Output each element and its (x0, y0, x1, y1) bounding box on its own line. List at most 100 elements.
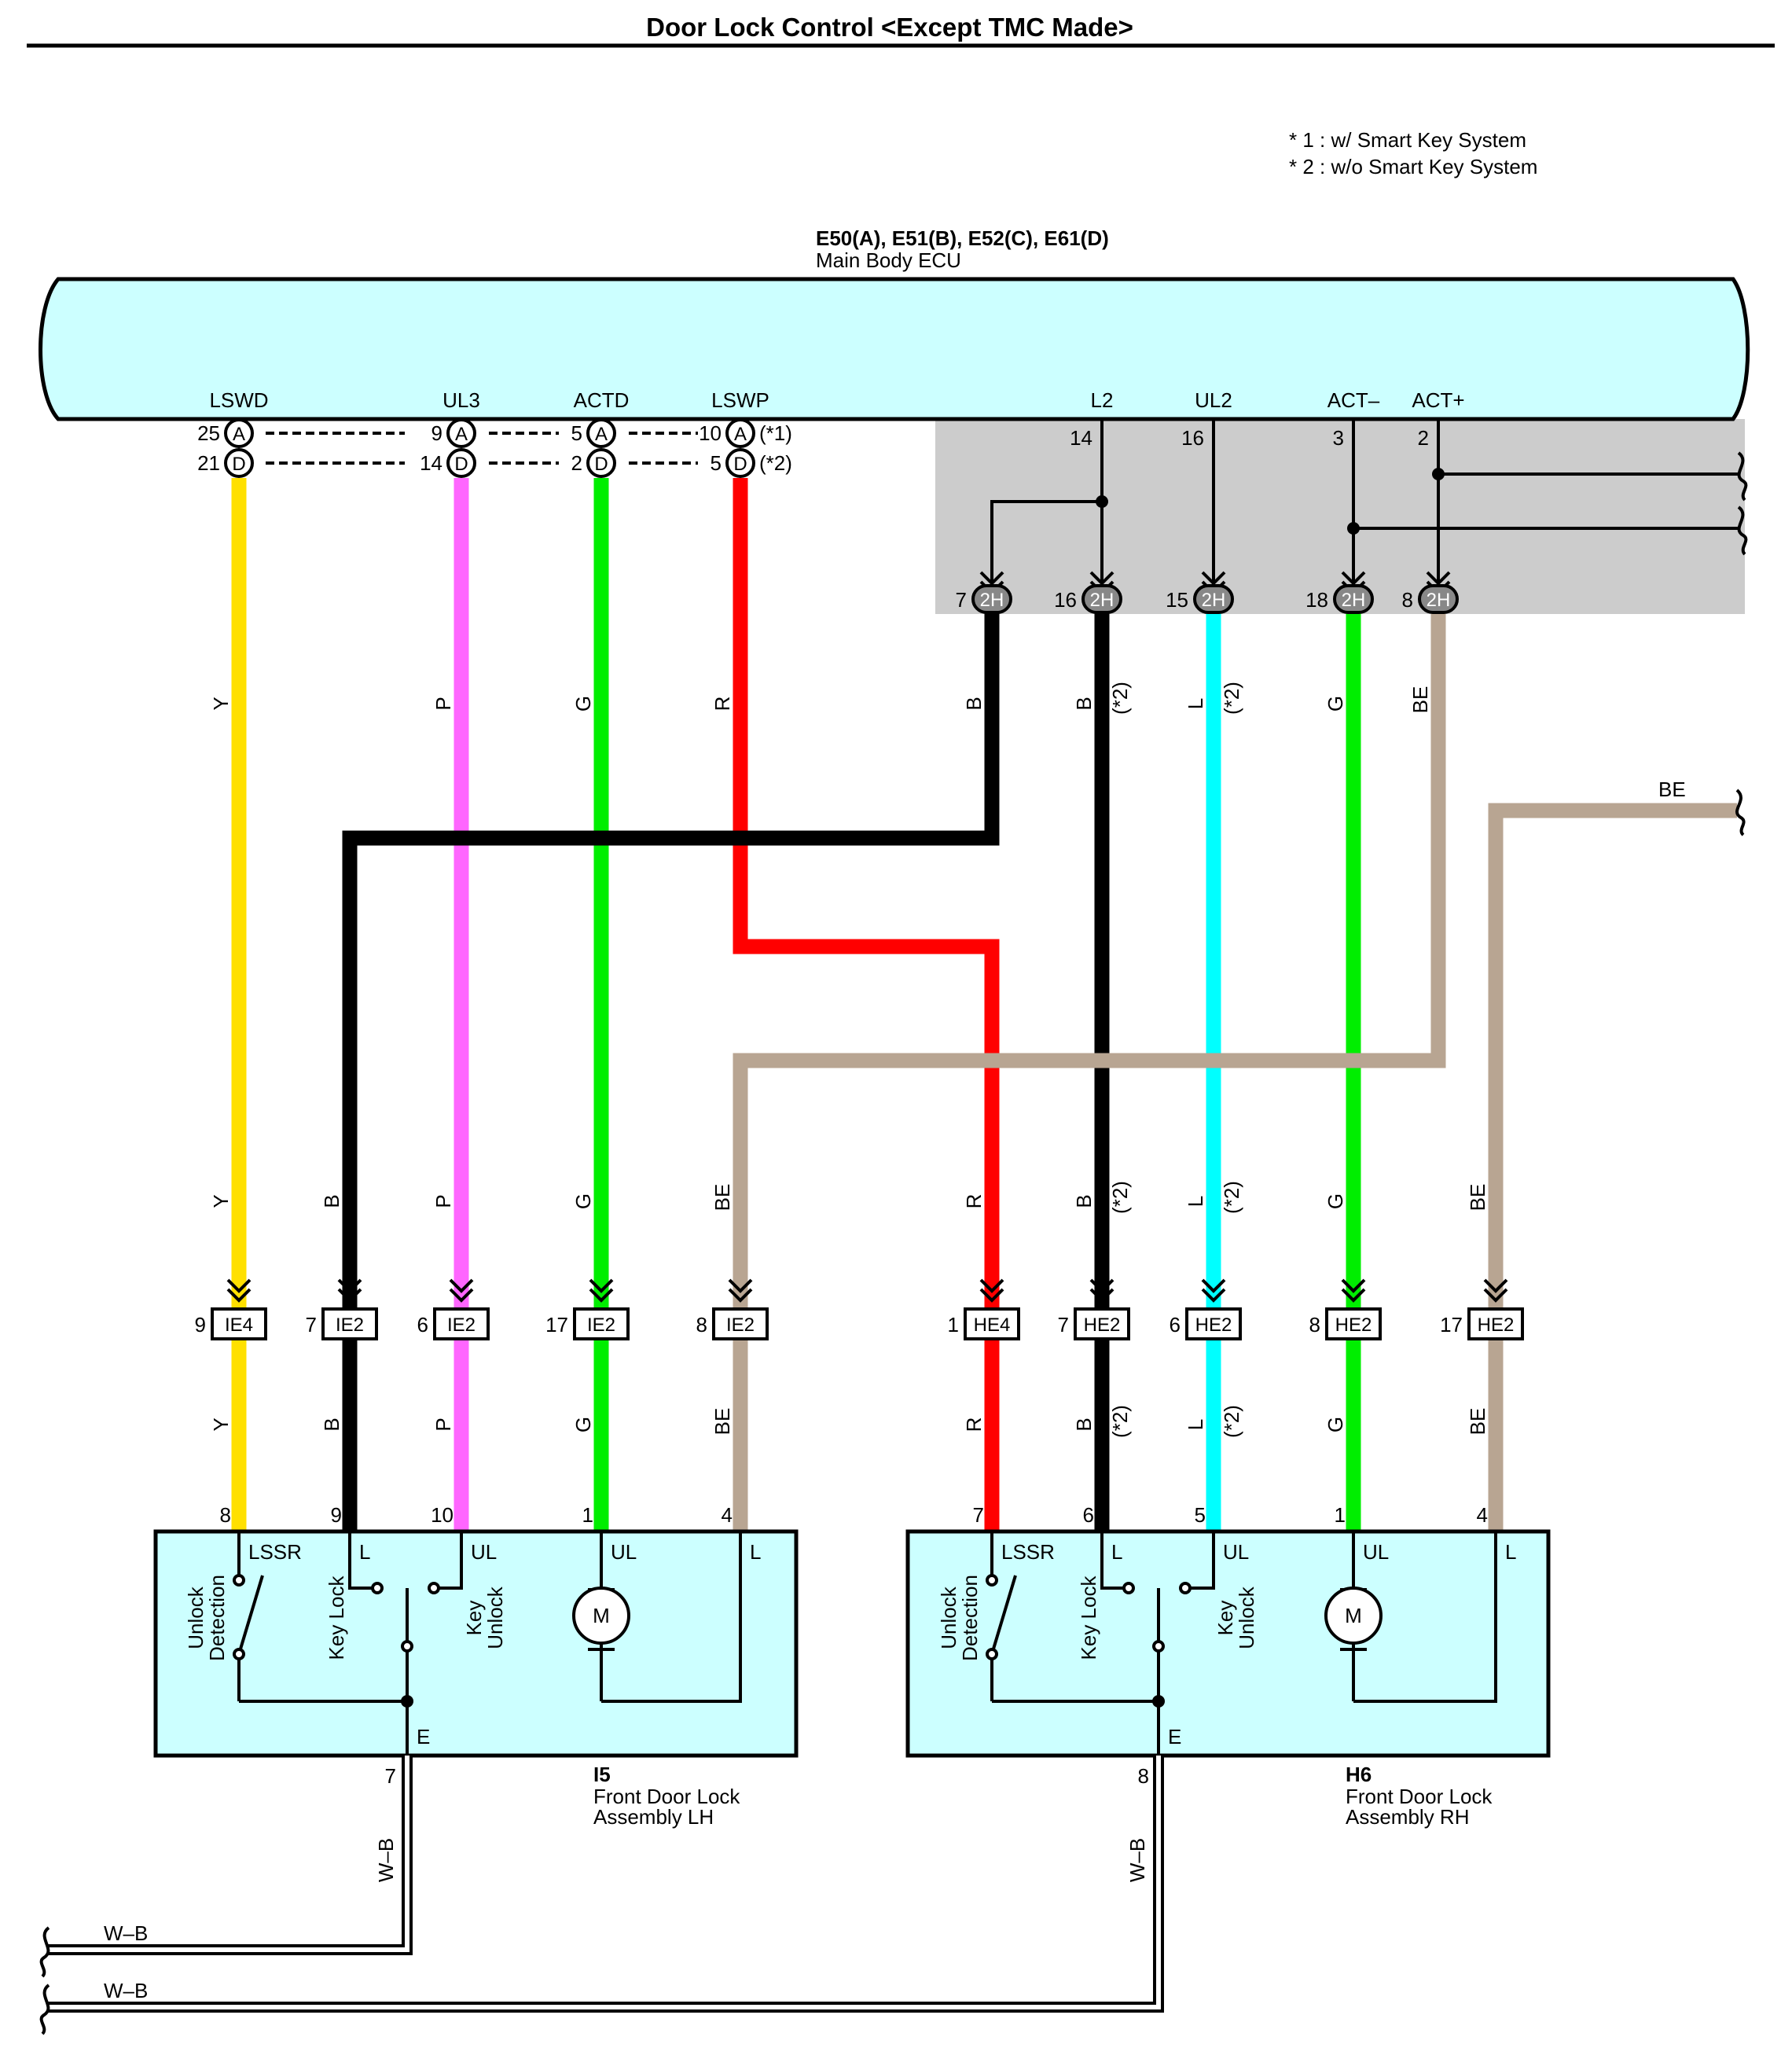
pin-letter: D (454, 454, 468, 475)
wire-label: R (962, 1417, 986, 1432)
wire-black-lh (342, 613, 1000, 1531)
lh-pin: 1 (582, 1503, 593, 1527)
j2h-pin: 15 (1166, 588, 1188, 612)
rh-l: L (1111, 1540, 1122, 1564)
lh-lssr: LSSR (248, 1540, 302, 1564)
conn-pin: 8 (1309, 1313, 1320, 1337)
conn-pin: 7 (1058, 1313, 1069, 1337)
wire-beige-lh (733, 613, 1446, 1531)
wire-label: BE (1408, 686, 1432, 714)
term-act-plus: ACT+ (1412, 388, 1464, 412)
wire-label: R (711, 697, 734, 711)
wire-variant: (*2) (1108, 1181, 1132, 1214)
j2h-label: 2H (980, 590, 1004, 611)
wire-label: B (320, 1194, 343, 1208)
ground-breaks (39, 1926, 50, 2035)
rh-key-unlock: Unlock (1235, 1586, 1258, 1649)
j2h-label: 2H (1202, 590, 1226, 611)
term-actd: ACTD (574, 388, 630, 412)
wires (231, 478, 1737, 1531)
wire-label: G (571, 696, 595, 711)
wire-label: Y (209, 1194, 233, 1208)
lh-pin: 10 (431, 1503, 454, 1527)
wire-label: B (1072, 697, 1096, 710)
rh-name-2: Assembly RH (1346, 1805, 1469, 1829)
lh-pin: 9 (331, 1503, 342, 1527)
conn-name: HE2 (1195, 1314, 1232, 1336)
wire-label: B (1072, 1194, 1096, 1208)
rh-pin: 5 (1195, 1503, 1206, 1527)
pin-number: 16 (1181, 426, 1204, 450)
rh-ul: UL (1223, 1540, 1249, 1564)
main-body-ecu (39, 277, 1750, 421)
wire-label: G (1324, 1417, 1347, 1432)
motor-icon: M (1345, 1604, 1362, 1627)
conn-pin: 17 (1440, 1313, 1463, 1337)
rh-unlock: Unlock (937, 1586, 960, 1649)
lh-unlock: Unlock (184, 1586, 207, 1649)
wire-label: L (1184, 1419, 1207, 1430)
wire-label: L (1184, 698, 1207, 709)
j2h-pin: 7 (956, 588, 967, 612)
rh-detection: Detection (958, 1575, 982, 1661)
wire-label: BE (711, 1184, 734, 1212)
j2h-pin: 8 (1402, 588, 1413, 612)
j2h-pin: 16 (1054, 588, 1077, 612)
conn-name: HE2 (1335, 1314, 1372, 1336)
pin-letter: D (594, 454, 608, 475)
rh-key: Key (1214, 1601, 1237, 1636)
wire-label: G (1324, 1193, 1347, 1209)
term-l2: L2 (1091, 388, 1114, 412)
j2h-label: 2H (1090, 590, 1114, 611)
wire-label: G (571, 1193, 595, 1209)
lh-ul: UL (471, 1540, 497, 1564)
j2h-pin: 18 (1305, 588, 1328, 612)
lh-code: I5 (593, 1763, 611, 1786)
rh-pin: 4 (1477, 1503, 1488, 1527)
variant-mark-1: (*1) (759, 421, 792, 445)
rh-key-lock: Key Lock (1077, 1576, 1100, 1660)
wire-variant: (*2) (1220, 1405, 1243, 1438)
wire-beige-rh (1488, 803, 1737, 1531)
wire-label: BE (1466, 1408, 1489, 1436)
conn-pin: 6 (1170, 1313, 1181, 1337)
lh-ground-pin: 7 (385, 1764, 396, 1788)
conn-name: IE2 (336, 1314, 364, 1336)
lh-pin: 8 (220, 1503, 231, 1527)
break-beige (1735, 789, 1746, 836)
wire-label: P (431, 1417, 455, 1431)
rh-pin: 1 (1335, 1503, 1346, 1527)
pin-number: 25 (197, 421, 220, 445)
wire-label: B (962, 697, 986, 710)
wire-variant: (*2) (1108, 1405, 1132, 1438)
term-ul3: UL3 (442, 388, 480, 412)
wire-label: Y (209, 1417, 233, 1431)
rh-l-motor: L (1505, 1540, 1516, 1564)
mid-connectors: IE4 IE2 IE2 IE2 IE2 HE4 HE2 HE2 HE2 HE2 … (195, 1278, 1524, 1340)
lh-key: Key (462, 1601, 486, 1636)
wire-label: P (431, 697, 455, 710)
conn-name: IE4 (225, 1314, 253, 1336)
rh-code: H6 (1346, 1763, 1372, 1786)
rh-ground-pin: 8 (1138, 1764, 1149, 1788)
pin-number: 14 (1070, 426, 1092, 450)
lh-l: L (359, 1540, 370, 1564)
pin-letter: A (455, 424, 468, 445)
conn-pin: 17 (545, 1313, 568, 1337)
rh-name-1: Front Door Lock (1346, 1785, 1493, 1808)
j2h-label: 2H (1342, 590, 1366, 611)
lh-name-1: Front Door Lock (593, 1785, 740, 1808)
wire-label: W–B (1126, 1838, 1149, 1882)
conn-pin: 1 (948, 1313, 959, 1337)
rh-pin: 6 (1083, 1503, 1094, 1527)
wire-label: G (571, 1417, 595, 1432)
wire-label-be-ext: BE (1658, 778, 1686, 801)
pin-number: 5 (571, 421, 582, 445)
lh-ul-motor: UL (611, 1540, 637, 1564)
door-lock-assembly-lh: 8 9 10 1 4 (153, 1503, 799, 1829)
wire-label: W–B (104, 1979, 148, 2002)
lh-pin: 4 (722, 1503, 733, 1527)
conn-pin: 9 (195, 1313, 206, 1337)
pin-number: 14 (420, 451, 442, 475)
